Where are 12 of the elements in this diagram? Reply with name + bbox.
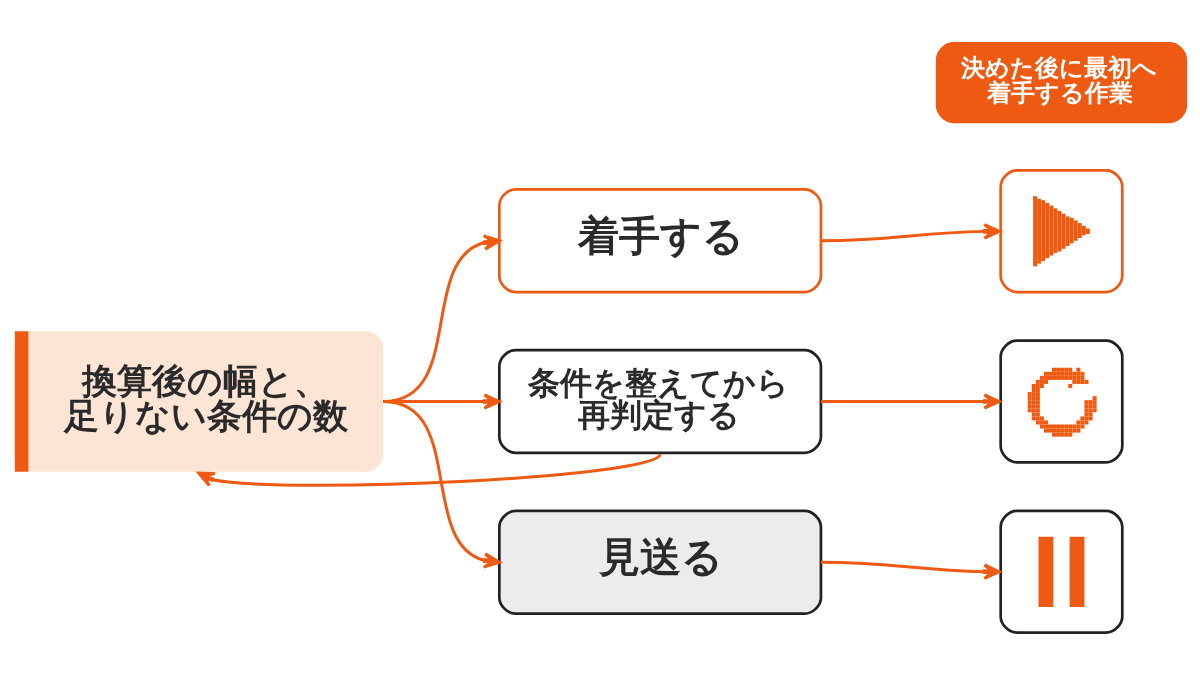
node-box: 見送る xyxy=(497,509,823,615)
arrow xyxy=(382,399,501,569)
node-box: 条件を整えてから再判定する xyxy=(497,348,823,454)
node-box: 決めた後に最初へ着手する作業 xyxy=(935,41,1188,123)
node-picture xyxy=(999,168,1124,293)
arrow xyxy=(820,222,1001,242)
node-box: 着手する xyxy=(497,187,823,293)
node-picture xyxy=(999,509,1124,634)
arrow xyxy=(820,392,1001,410)
node-picture xyxy=(999,338,1124,464)
arrow xyxy=(820,560,1001,580)
arrow xyxy=(197,452,662,487)
